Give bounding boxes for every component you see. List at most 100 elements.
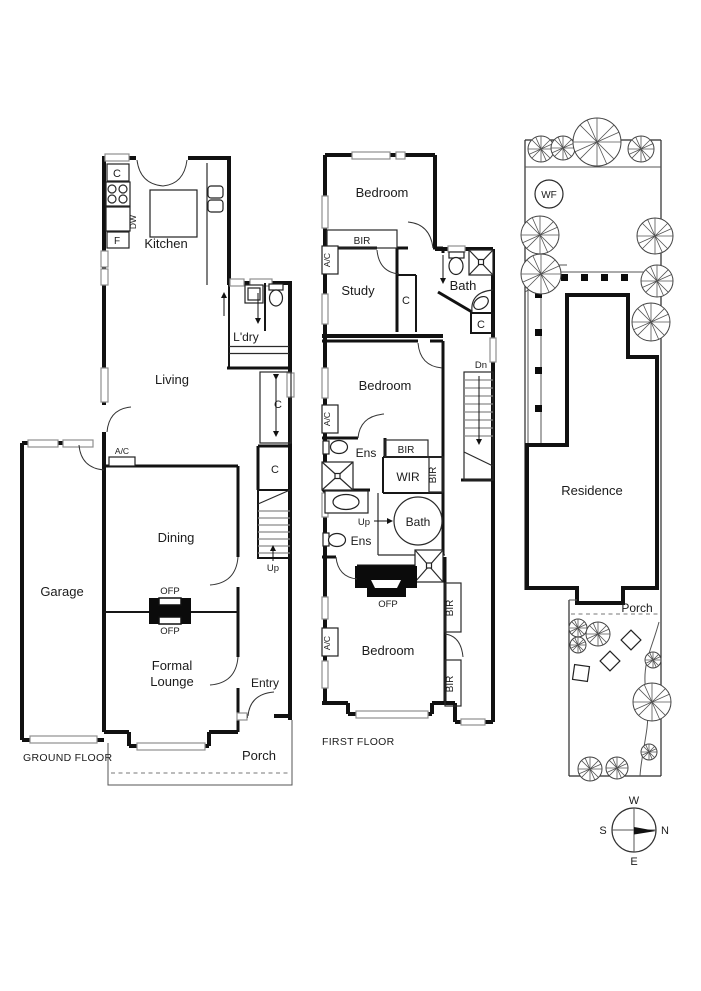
stove-icon [105,181,131,207]
stairs-down [463,371,494,481]
room-label-porch-site: Porch [621,601,652,615]
compass-needle [634,827,656,835]
ground-door-arcs [78,159,275,717]
room-label-laundry: L'dry [233,330,259,344]
toilet-icon [322,532,347,548]
compass-east-label: E [630,856,637,868]
compass: W S N E [599,795,669,868]
first-door-arcs [335,221,464,658]
room-label-ens1: Ens [356,446,377,460]
label-cupboard-kitchen: C [113,168,121,180]
label-water-feature: WF [541,190,557,201]
toilet-icon [268,283,284,307]
label-aircon-ground: A/C [115,446,129,456]
compass-north-label: N [661,825,669,837]
label-cupboard-hall: C [274,399,282,411]
label-aircon-3: A/C [322,636,332,650]
tree-icon [636,217,674,255]
dishwasher-icon [105,206,131,232]
tree-icon [569,636,587,654]
label-fridge: F [114,236,120,247]
built-in-robe-east-lower [444,659,462,707]
tree-icon [627,135,655,163]
aircon-unit [321,404,339,434]
label-ofp-bottom: OFP [160,626,180,637]
fireplace [149,597,191,625]
kitchen-island [149,189,198,238]
ground-floor-title: GROUND FLOOR [23,752,112,764]
label-up-ground: Up [267,563,279,574]
fireplace [355,566,417,597]
label-bir-east-upper: BIR [445,600,456,617]
label-bir-top: BIR [354,236,371,247]
tree-icon [571,116,623,168]
tree-icon [585,621,611,647]
aircon-unit [321,627,339,657]
toilet-icon [322,439,349,455]
tree-icon [520,215,560,255]
tree-icon [644,651,662,669]
room-label-bedroom3: Bedroom [362,643,415,658]
compass-south-label: S [599,825,606,837]
site-porch [569,599,658,615]
vanity-icon [324,490,369,514]
room-label-living: Living [155,372,189,387]
shower-icon [414,549,444,583]
tree-icon [577,756,603,782]
shower-icon [468,249,494,276]
tree-icon [605,756,629,780]
label-up-first: Up [358,517,370,528]
label-cupboard-closet: C [271,464,279,476]
kitchen-cupboard [106,163,130,182]
label-bathtub: Bath [406,515,431,529]
tree-icon [527,135,555,163]
ground-porch-outline [107,720,293,786]
aircon-unit [321,245,339,275]
label-bir-mid: BIR [398,445,415,456]
stepping-stone [571,663,591,683]
stepping-stone [620,629,642,651]
label-aircon-1: A/C [322,253,332,267]
label-aircon-2: A/C [322,412,332,426]
compass-west-label: W [629,795,640,807]
site-plan: WF Residence Porch [520,116,674,782]
kitchen-sink-icon [207,185,224,213]
built-in-robe-mid [384,439,429,458]
label-ofp-first: OFP [378,599,398,610]
room-label-residence: Residence [561,483,622,498]
room-label-garage: Garage [40,584,83,599]
garden-trees [520,116,674,782]
stairs-up [257,489,291,561]
ground-floor-plan: C DW F Kitchen L'dry Living A/C C C Dini… [20,153,295,786]
room-label-formal-lounge-1: Formal [152,658,193,673]
bathtub-icon [393,496,443,546]
room-label-ens2: Ens [351,534,372,548]
first-floor-title: FIRST FLOOR [322,736,395,748]
tree-icon [632,682,672,722]
tree-icon [520,253,562,295]
room-label-formal-lounge-2: Lounge [150,674,193,689]
tree-icon [640,264,674,298]
label-down: Dn [475,360,487,371]
tree-icon [640,743,658,761]
built-in-robe-east-upper [444,582,462,633]
label-bir-wir: BIR [428,467,439,484]
built-in-robe-top [326,229,398,249]
label-ofp-top: OFP [160,586,180,597]
tree-icon [568,618,588,638]
room-label-bath: Bath [450,278,477,293]
tree-icon [550,135,576,161]
label-dishwasher: DW [128,215,138,229]
bath-closet [470,312,494,334]
room-label-porch-ground: Porch [242,748,276,763]
room-label-bedroom2: Bedroom [359,378,412,393]
tree-icon [631,302,671,342]
label-bir-east-lower: BIR [445,676,456,693]
room-label-wir: WIR [396,470,420,484]
stepping-stone [599,650,621,672]
laundry-sink-icon [244,284,264,304]
shower-icon [321,461,354,491]
vanity-icon [471,289,494,313]
built-in-robe-wir [428,456,444,493]
